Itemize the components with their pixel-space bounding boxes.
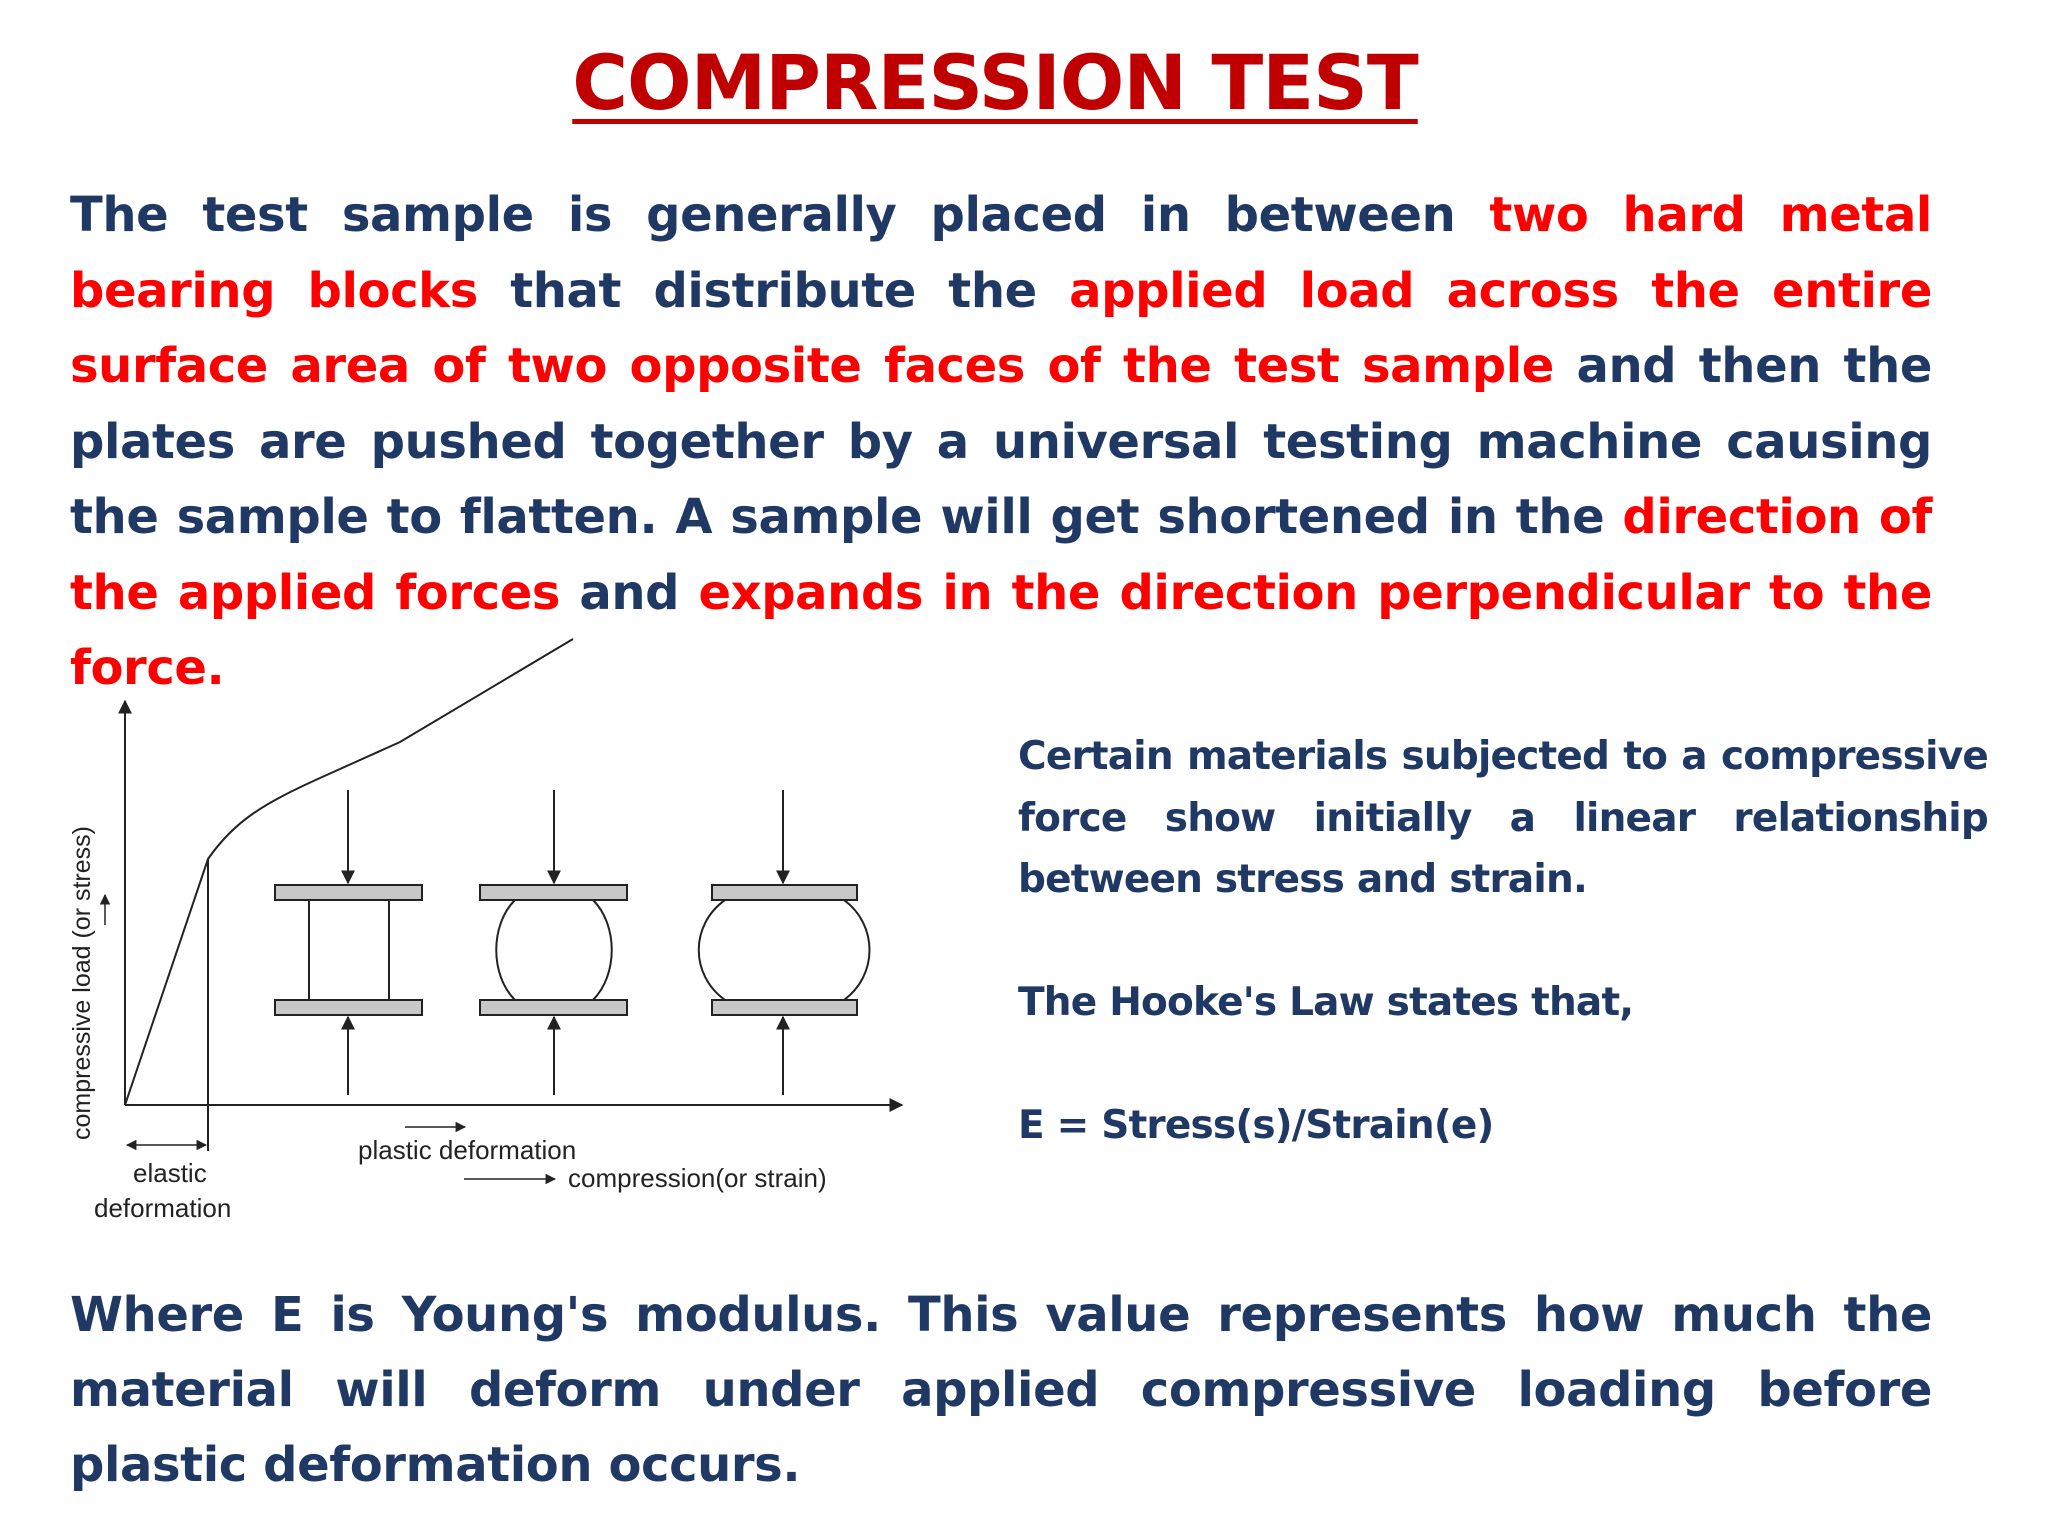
intro-text-1: The test sample is generally placed in b… (70, 187, 1490, 243)
side-paragraph: Certain materials subjected to a compres… (1018, 734, 1989, 902)
plastic-label: plastic deformation (358, 1135, 576, 1165)
intro-highlight-2: applied load across the entire surface a… (70, 262, 1932, 395)
intro-highlight-3: direction of the applied forces (70, 489, 1932, 621)
hookes-law-intro: The Hooke's Law states that, (1018, 980, 1634, 1025)
spacer (1018, 1034, 1988, 1096)
title-text: COMPRESSION TEST (572, 38, 1418, 127)
intro-highlight-4: expands in the direction perpendicular t… (70, 564, 1932, 697)
y-axis-label: compressive load (or stress) (68, 826, 96, 1140)
slide-title: COMPRESSION TEST (0, 38, 1990, 127)
specimen-straight (274, 790, 423, 1095)
spacer (1018, 911, 1988, 973)
specimen-heavily-bulged (697, 790, 871, 1095)
elastic-label-1: elastic (133, 1158, 207, 1188)
elastic-label-2: deformation (94, 1193, 231, 1223)
intro-paragraph: The test sample is generally placed in b… (70, 178, 1932, 707)
side-explanation: Certain materials subjected to a compres… (1018, 726, 1989, 1157)
stress-strain-diagram: compressive load (or stress) elastic def… (68, 638, 904, 1223)
x-axis-label: compression(or strain) (568, 1163, 827, 1193)
stress-strain-curve (124, 638, 574, 1106)
specimen-slightly-bulged (479, 790, 628, 1095)
intro-text-4: and (560, 564, 699, 621)
intro-text-3: and then the plates are pushed together … (70, 338, 1933, 545)
conclusion-paragraph: Where E is Young's modulus. This value r… (70, 1287, 1932, 1493)
intro-highlight-1: two hard metal bearing blocks (70, 187, 1932, 319)
intro-text-2: that distribute the (477, 262, 1070, 319)
hookes-law-formula: E = Stress(s)/Strain(e) (1018, 1103, 1494, 1148)
